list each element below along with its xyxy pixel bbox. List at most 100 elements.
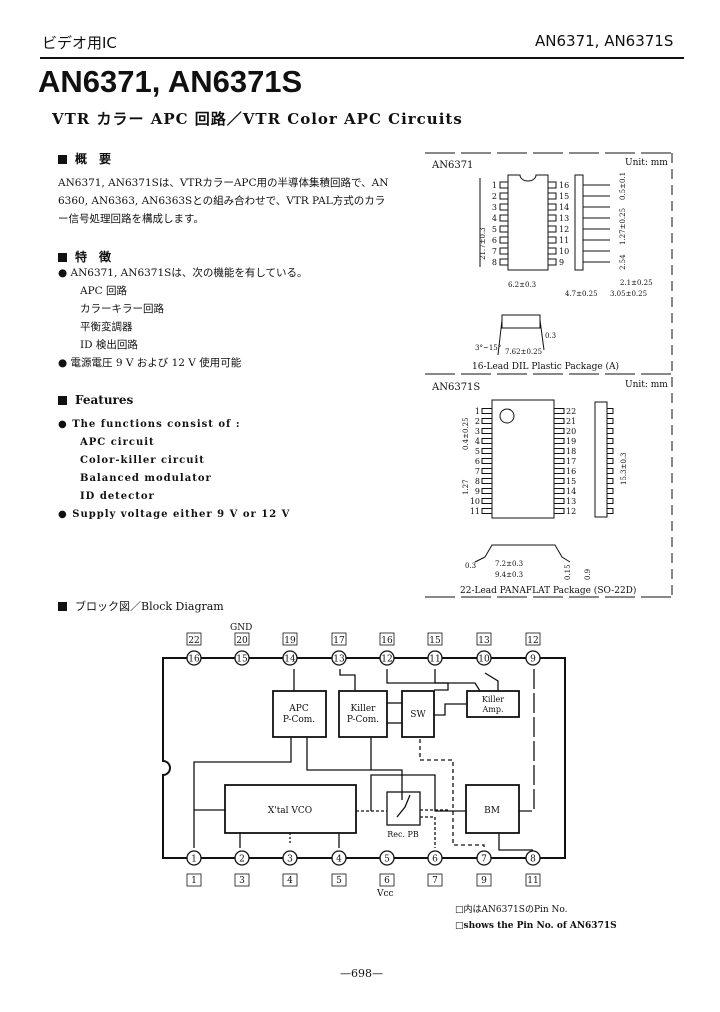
- top-pin-number-s: 13: [478, 636, 490, 646]
- bottom-pin-number-s: 6: [384, 876, 390, 886]
- sop-pin: [481, 468, 493, 474]
- sop-pin: [481, 498, 493, 504]
- pin-box: [427, 632, 443, 646]
- dip-end-view: [497, 314, 545, 356]
- pin-box: [379, 632, 395, 646]
- bottom-pin-number-s: 1: [191, 876, 197, 886]
- apc-pcom-block: [272, 690, 327, 738]
- top-pin-number-s: 20: [236, 636, 248, 646]
- sop-pin: [553, 498, 565, 504]
- top-pin-number-s: 17: [333, 636, 345, 646]
- pin-box: [234, 632, 250, 646]
- top-pin-number: 9: [530, 655, 536, 665]
- pin-circle: [525, 850, 541, 866]
- sop-lead: [606, 468, 614, 474]
- sop-pin-number: 15: [566, 477, 576, 486]
- dip-pin-number: 15: [559, 192, 569, 201]
- dim-label: 0.15: [564, 564, 572, 580]
- top-pin-number: 10: [478, 655, 490, 665]
- pin-box: [427, 873, 443, 887]
- package-s-unit: Unit: mm: [625, 380, 668, 390]
- dim-label: 0.3: [465, 562, 476, 570]
- page-subtitle: VTR カラー APC 回路／VTR Color APC Circuits: [52, 110, 463, 128]
- gnd-label: GND: [230, 623, 252, 633]
- dim-label: 15.3±0.3: [620, 452, 628, 485]
- pin-box: [476, 873, 492, 887]
- bottom-pin-number: 4: [336, 855, 342, 865]
- bottom-pin-number-s: 5: [336, 876, 342, 886]
- package-s-model: AN6371S: [431, 382, 480, 393]
- bottom-pin-number: 1: [191, 855, 197, 865]
- bottom-pin-number: 6: [432, 855, 438, 865]
- dip-pin-number: 4: [492, 214, 497, 223]
- sop-pin: [553, 508, 565, 514]
- dip-pin: [547, 181, 557, 189]
- top-pin-number: 16: [188, 655, 200, 665]
- bottom-pin-number-s: 7: [432, 876, 438, 886]
- sop-pin-number: 12: [566, 507, 576, 516]
- dip-pin-number: 1: [492, 181, 497, 190]
- dip-pin: [547, 225, 557, 233]
- sop-pin: [481, 488, 493, 494]
- dip-pin-number: 7: [492, 247, 497, 256]
- pin-circle: [186, 850, 202, 866]
- dip-pin: [547, 258, 557, 266]
- dim-label: 1.27: [462, 479, 470, 495]
- sop-pin: [481, 418, 493, 424]
- header-rule: [40, 57, 684, 59]
- sw-label: SW: [410, 710, 426, 720]
- killer-label: Killer: [351, 704, 377, 714]
- sop-lead: [606, 488, 614, 494]
- dip-pin: [499, 225, 509, 233]
- features-jp-list: ● AN6371, AN6371Sは、次の機能を有している。 APC 回路 カラ…: [58, 267, 308, 369]
- sop-pin-number: 3: [475, 427, 480, 436]
- sop-pin-number: 11: [470, 507, 480, 516]
- dip-pin-number: 5: [492, 225, 497, 234]
- dip-pin-number: 9: [559, 258, 564, 267]
- dim-label: 0.4±0.25: [462, 417, 470, 450]
- sop-pin: [553, 438, 565, 444]
- dip-pin: [499, 203, 509, 211]
- bottom-pin-number: 7: [481, 855, 487, 865]
- sop-lead: [606, 478, 614, 484]
- sop-lead: [606, 498, 614, 504]
- sop-lead: [606, 508, 614, 514]
- dip-pin-number: 8: [492, 258, 497, 267]
- sop-pin-number: 6: [475, 457, 480, 466]
- pin-circle: [186, 650, 202, 666]
- bottom-pin-number-s: 11: [527, 876, 538, 886]
- sop-pin: [481, 438, 493, 444]
- dip-pin: [547, 214, 557, 222]
- dip-pin-number: 12: [559, 225, 569, 234]
- sop-lead: [606, 458, 614, 464]
- features-en-heading: Features: [58, 393, 133, 407]
- pin-circle: [331, 650, 347, 666]
- pin-box: [282, 632, 298, 646]
- sop-pin-number: 21: [566, 417, 576, 426]
- top-pin-number-s: 12: [527, 636, 538, 646]
- top-pin-number-s: 15: [429, 636, 441, 646]
- sop-lead: [606, 428, 614, 434]
- dim-label: 9.4±0.3: [495, 571, 523, 579]
- top-pin-number: 15: [236, 655, 248, 665]
- dim-label: 21.7±0.3: [479, 227, 487, 260]
- sop-pin: [481, 408, 493, 414]
- sop-pin-number: 7: [475, 467, 480, 476]
- sop-pin: [553, 448, 565, 454]
- rec-pb-label: Rec. PB: [387, 830, 419, 839]
- sop-lead: [606, 418, 614, 424]
- dim-label: 3.05±0.25: [610, 290, 647, 298]
- pin-circle: [282, 650, 298, 666]
- top-pin-number-s: 16: [381, 636, 393, 646]
- dim-label: 6.2±0.3: [508, 281, 536, 289]
- dip-top-view: [507, 174, 549, 271]
- sop-end-view: [474, 544, 571, 563]
- pin-circle: [379, 850, 395, 866]
- dip-pin-number: 13: [559, 214, 569, 223]
- sop-pin-number: 10: [470, 497, 480, 506]
- block-diagram-heading: ブロック図／Block Diagram: [58, 598, 224, 614]
- package-s-caption: 22-Lead PANAFLAT Package (SO-22D): [460, 585, 636, 596]
- dim-label: 1.27±0.25: [619, 208, 627, 245]
- pin-circle: [234, 850, 250, 866]
